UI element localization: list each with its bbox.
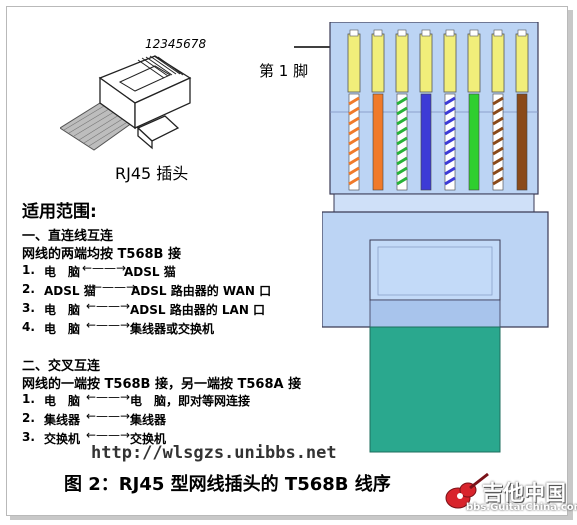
item-device-a: 交换机 [44, 432, 81, 446]
item-device-b: 集线器 [130, 413, 167, 427]
jack-lower-skirt [369, 299, 501, 328]
item-number: 2. [22, 282, 35, 296]
item-device-a: 电 脑 [44, 394, 81, 408]
pin-numbers: 12345678 [145, 37, 207, 51]
item-number: 2. [22, 411, 35, 425]
bidirectional-arrow-icon: ←——→ [86, 390, 131, 404]
scope-title: 适用范围: [22, 202, 97, 222]
figure-caption: 图 2：RJ45 型网线插头的 T568B 线序 [64, 474, 391, 495]
bidirectional-arrow-icon: ←——→ [86, 299, 131, 313]
item-device-a: 电 脑 [44, 265, 81, 279]
wire-brown [515, 29, 529, 191]
item-device-b: 交换机 [130, 432, 167, 446]
wire-group [347, 29, 529, 191]
item-device-b: ADSL 路由器的 WAN 口 [131, 284, 272, 298]
plug-caption: RJ45 插头 [115, 164, 189, 183]
bidirectional-arrow-icon: ←——→ [92, 280, 137, 294]
plug-contacts [118, 55, 184, 92]
jack-cable [369, 326, 501, 453]
item-device-a: 电 脑 [44, 322, 81, 336]
wire-white-orange [347, 29, 361, 191]
plug-cable [60, 102, 133, 151]
wire-white-blue [443, 29, 457, 191]
item-device-a: ADSL 猫 [44, 284, 96, 298]
watermark-url: http://wlsgzs.unibbs.net [91, 443, 337, 463]
jack-neck [333, 193, 535, 213]
item-device-b: 集线器或交换机 [130, 322, 215, 336]
item-device-b: ADSL 猫 [124, 265, 176, 279]
logo-text: 吉他中国 [482, 481, 566, 505]
jack-window-inner [377, 246, 493, 296]
frame-shadow-right [567, 10, 573, 520]
bidirectional-arrow-icon: ←——→ [86, 409, 131, 423]
bidirectional-arrow-icon: ←——→ [86, 318, 131, 332]
rj45-plug-illustration [60, 55, 192, 151]
crossover-note: 网线的一端按 T568B 接，另一端按 T568A 接 [22, 377, 302, 392]
jack-top-body [329, 22, 539, 195]
wire-orange [371, 29, 385, 191]
straight-note: 网线的两端均按 T568B 接 [22, 247, 181, 262]
item-number: 1. [22, 263, 35, 277]
bidirectional-arrow-icon: ←——→ [86, 428, 131, 442]
item-device-a: 电 脑 [44, 303, 81, 317]
bidirectional-arrow-icon: ←——→ [82, 261, 127, 275]
wire-white-brown [491, 29, 505, 191]
item-device-b: 电 脑，即对等网连接 [130, 394, 251, 408]
wire-white-green [395, 29, 409, 191]
rj45-jack-diagram [322, 22, 549, 453]
wire-green [467, 29, 481, 191]
frame-shadow-bottom [10, 514, 570, 520]
item-number: 4. [22, 320, 35, 334]
wire-blue [419, 29, 433, 191]
item-device-a: 集线器 [44, 413, 81, 427]
item-device-b: ADSL 路由器的 LAN 口 [130, 303, 266, 317]
logo-subtext: bbs.GuitarChina.com [466, 502, 577, 513]
item-number: 1. [22, 392, 35, 406]
jack-window [369, 239, 501, 301]
item-number: 3. [22, 301, 35, 315]
straight-heading: 一、直连线互连 [22, 229, 114, 244]
item-number: 3. [22, 430, 35, 444]
crossover-heading: 二、交叉互连 [22, 359, 101, 374]
pin1-label: 第 1 脚 [259, 62, 309, 80]
guitar-logo-icon [445, 472, 489, 509]
